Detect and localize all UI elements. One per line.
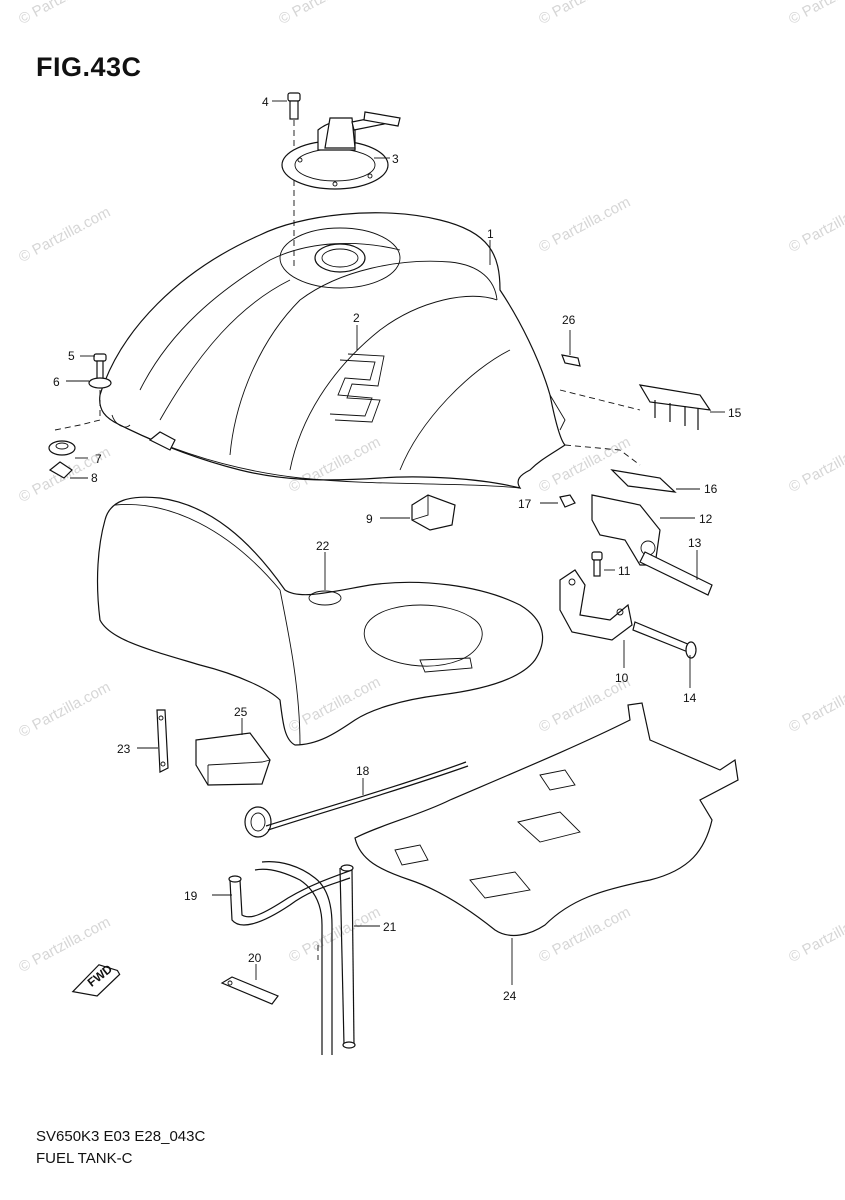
callout-25: 25 (234, 705, 248, 719)
callout-19: 19 (184, 889, 198, 903)
figure-title: FIG.43C (36, 52, 142, 82)
rubber-part-16 (610, 469, 677, 493)
bracket-part-15 (638, 384, 712, 430)
callout-20: 20 (248, 951, 262, 965)
callout-18: 18 (356, 764, 370, 778)
callout-7: 7 (95, 452, 102, 466)
callout-22: 22 (316, 539, 330, 553)
bolt-part-4 (287, 92, 301, 270)
tank-cover-part-22 (96, 496, 544, 746)
washer-part-6 (88, 377, 112, 389)
clip-part-26 (561, 354, 581, 367)
callout-23: 23 (117, 742, 131, 756)
callout-9: 9 (366, 512, 373, 526)
callout-14: 14 (683, 691, 697, 705)
fuel-tank-part-1 (99, 212, 566, 489)
footer-diagram-name: FUEL TANK-C (36, 1150, 133, 1167)
cushion-part-7 (48, 440, 76, 456)
fuel-cap-part-3 (281, 111, 401, 190)
callout-12: 12 (699, 512, 713, 526)
callout-5: 5 (68, 349, 75, 363)
callout-2: 2 (353, 311, 360, 325)
callout-17: 17 (518, 497, 532, 511)
callout-26: 26 (562, 313, 576, 327)
callout-15: 15 (728, 406, 742, 420)
leader-lines (66, 100, 725, 985)
nut-part-17 (559, 494, 576, 508)
clamp-part-23 (156, 709, 169, 773)
callout-11: 11 (618, 564, 631, 578)
footer-diagram-code: SV650K3 E03 E28_043C (36, 1128, 206, 1145)
hose-part-21 (317, 864, 356, 1049)
drain-tube-part-18 (244, 761, 469, 838)
bolt-part-14 (632, 621, 697, 659)
tray-part-24 (354, 702, 739, 937)
emblem-part-2 (329, 353, 385, 423)
bolt-part-11 (591, 551, 603, 577)
callout-3: 3 (392, 152, 399, 166)
callout-13: 13 (688, 536, 702, 550)
hinge-part-10 (559, 569, 633, 641)
cushion-part-9 (411, 494, 456, 531)
callout-1: 1 (487, 227, 494, 241)
pin-part-13 (639, 551, 713, 596)
callout-8: 8 (91, 471, 98, 485)
callout-4: 4 (262, 95, 269, 109)
forward-arrow-icon: FWD (71, 962, 121, 997)
callout-10: 10 (615, 671, 629, 685)
clamp-part-20 (220, 976, 279, 1005)
callout-16: 16 (704, 482, 718, 496)
callout-21: 21 (383, 920, 397, 934)
clip-part-8 (48, 461, 73, 479)
foam-part-25 (195, 732, 271, 786)
callout-24: 24 (503, 989, 517, 1003)
hose-part-19 (228, 861, 353, 1055)
callout-6: 6 (53, 375, 60, 389)
